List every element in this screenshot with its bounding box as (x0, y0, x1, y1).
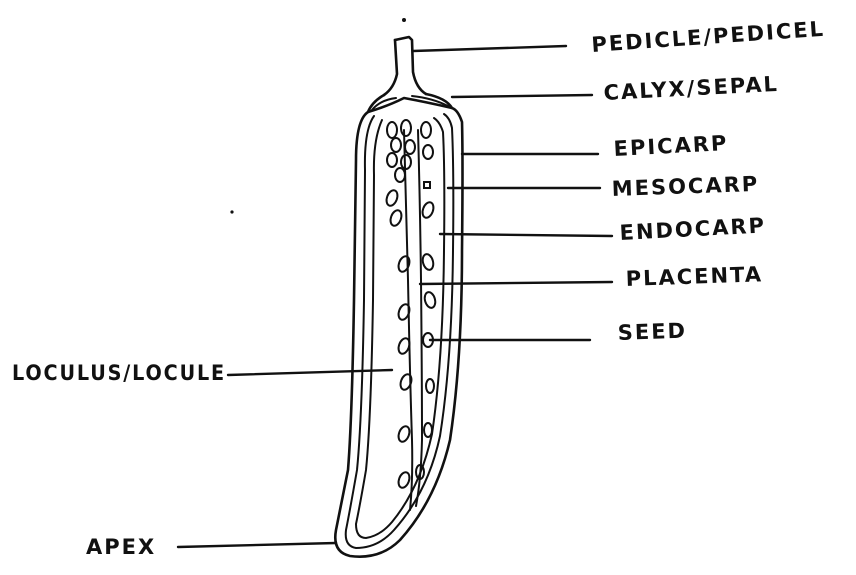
seed-mark (426, 379, 434, 393)
seed-mark (397, 471, 412, 489)
seed-mark (405, 140, 415, 154)
seed-mark (395, 168, 405, 182)
calyx-shape (368, 94, 452, 112)
apex-leader-line (178, 543, 336, 547)
placenta-leader-line (420, 282, 612, 284)
label-pedicle: PEDICLE/PEDICEL (591, 17, 826, 57)
seed-mark (389, 209, 404, 227)
seed-mark (385, 189, 400, 207)
pedicle-leader-line (413, 46, 566, 51)
seed-mark (424, 423, 432, 437)
seed-mark (423, 145, 433, 159)
seed-mark (421, 122, 431, 138)
loculus-leader-line (228, 370, 392, 375)
calyx-leader-line (452, 95, 592, 97)
seed-mark (421, 253, 435, 271)
seed-mark (424, 182, 430, 188)
seed-mark (387, 153, 397, 167)
label-loculus: LOCULUS/LOCULE (12, 361, 226, 385)
label-epicarp: EPICARP (613, 131, 729, 161)
seed-mark (421, 201, 436, 219)
label-calyx: CALYX/SEPAL (603, 72, 779, 105)
endocarp-leader-line (440, 234, 612, 236)
label-mesocarp: MESOCARP (611, 172, 759, 201)
pedicel-shape (384, 37, 426, 95)
label-apex: APEX (86, 535, 156, 559)
stray-dot (402, 18, 406, 22)
seed-mark (401, 155, 411, 169)
placenta-shape (404, 130, 422, 510)
label-seed: SEED (617, 319, 687, 345)
seed-mark (423, 291, 437, 309)
label-endocarp: ENDOCARP (619, 213, 766, 245)
seed-mark (387, 122, 397, 138)
seeds-group (385, 120, 437, 489)
seed-mark (391, 138, 401, 152)
seed-mark (397, 425, 412, 443)
seed-mark (401, 120, 411, 136)
label-placenta: PLACENTA (625, 262, 763, 291)
seed-mark (397, 255, 412, 273)
stray-dot (230, 210, 233, 213)
